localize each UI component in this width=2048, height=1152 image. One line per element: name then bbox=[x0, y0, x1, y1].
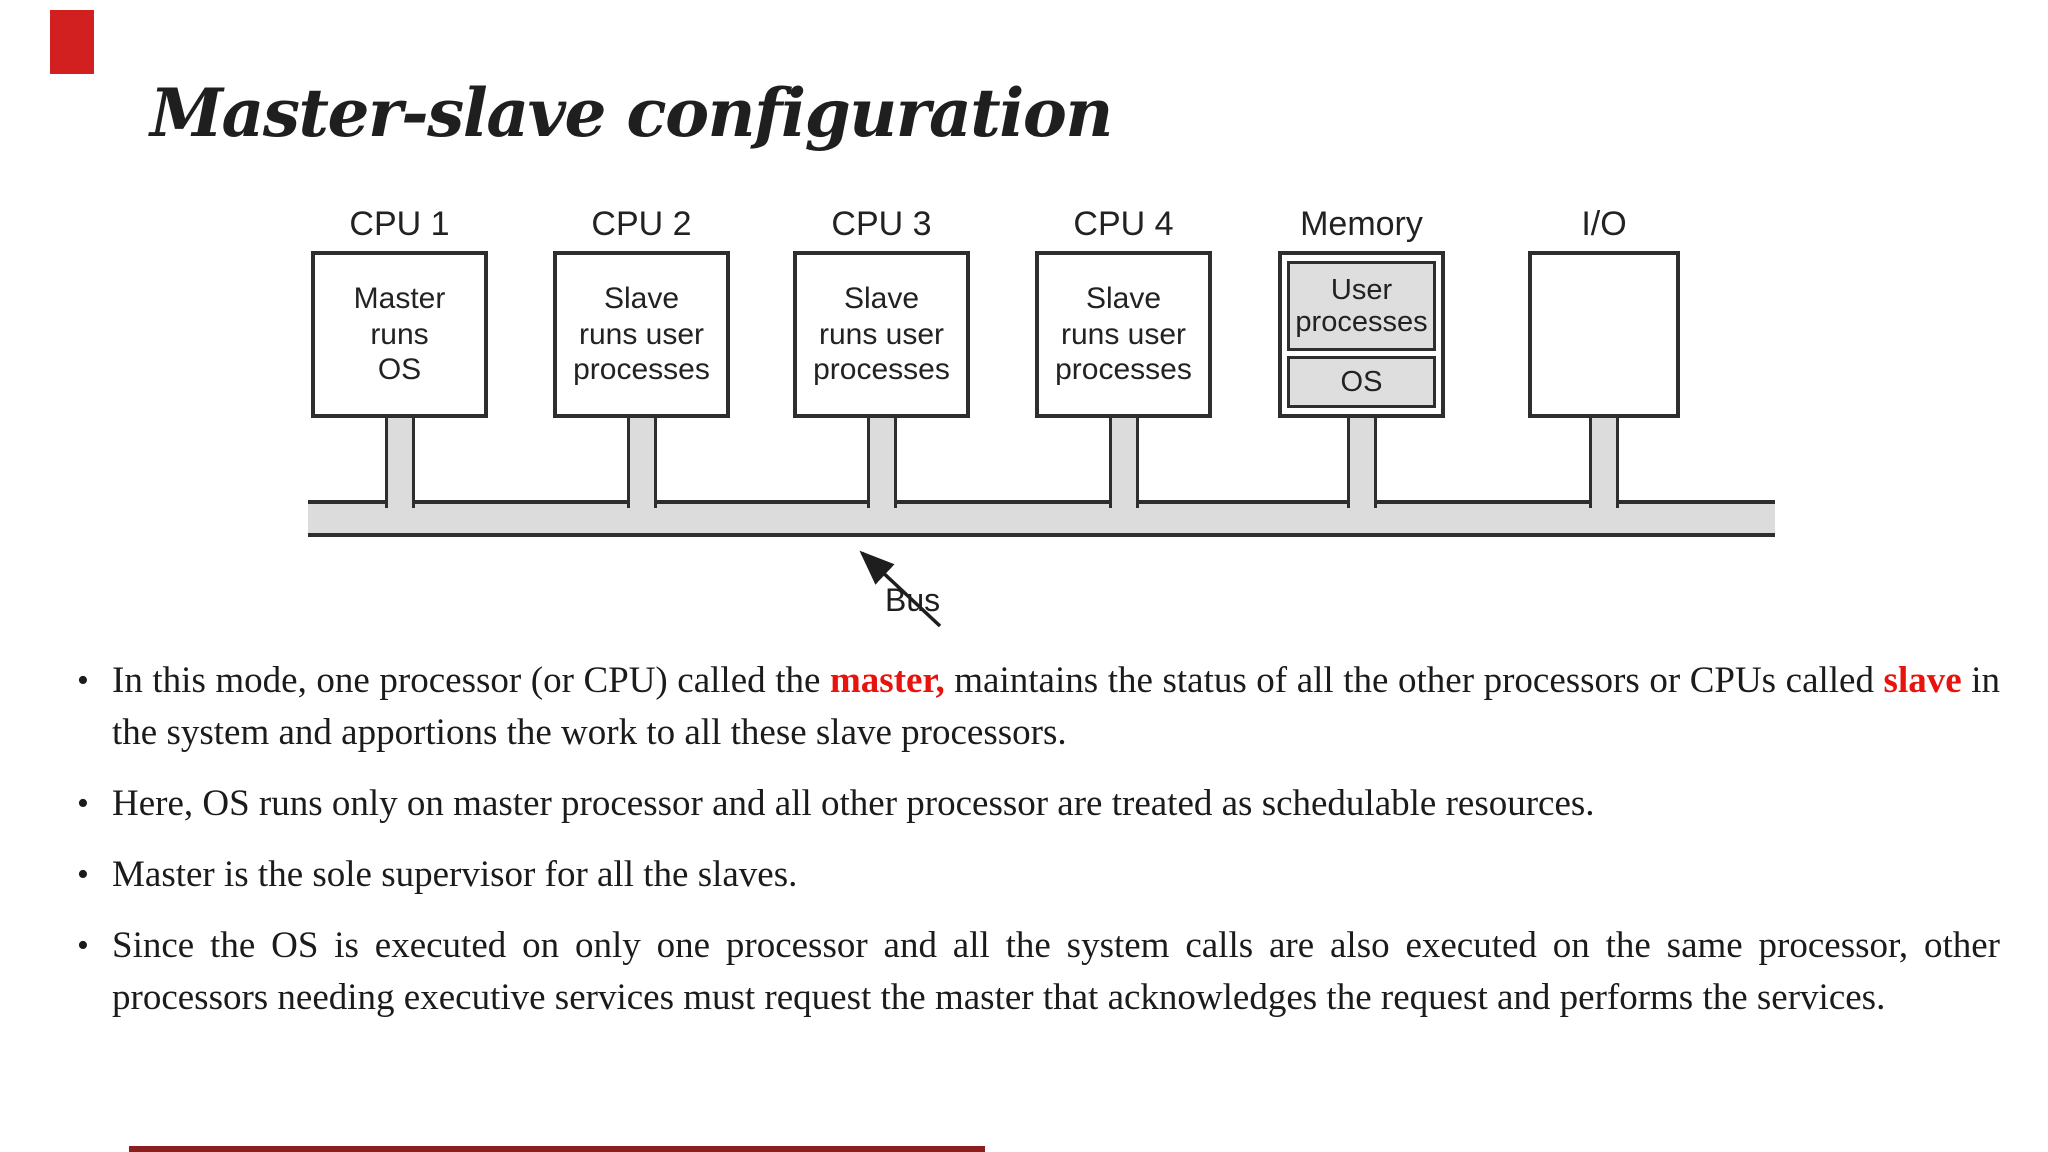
memory-os-cell: OS bbox=[1287, 356, 1436, 408]
cpu4-box: Slave runs user processes bbox=[1035, 251, 1212, 418]
cpu2-node: CPU 2 Slave runs user processes bbox=[553, 205, 730, 508]
bullet-item-4: Since the OS is executed on only one pro… bbox=[75, 920, 2000, 1024]
bullet-1-text: maintains the status of all the other pr… bbox=[944, 660, 1884, 701]
cpu4-node: CPU 4 Slave runs user processes bbox=[1035, 205, 1212, 508]
master-slave-diagram: CPU 1 Master runs OS CPU 2 Slave runs us… bbox=[308, 205, 1775, 628]
bullet-1-text: In this mode, one processor (or CPU) cal… bbox=[112, 660, 830, 701]
cpu1-label: CPU 1 bbox=[349, 205, 450, 243]
memory-bus-connector bbox=[1346, 418, 1377, 508]
cpu1-box: Master runs OS bbox=[311, 251, 488, 418]
bullet-item-3: Master is the sole supervisor for all th… bbox=[75, 849, 2000, 901]
bullet-2-text: Here, OS runs only on master processor a… bbox=[112, 783, 1595, 824]
bullet-4-text: Since the OS is executed on only one pro… bbox=[112, 925, 2000, 1018]
bullet-item-1: In this mode, one processor (or CPU) cal… bbox=[75, 655, 2000, 759]
cpu2-box: Slave runs user processes bbox=[553, 251, 730, 418]
io-label: I/O bbox=[1581, 205, 1627, 243]
io-node: I/O bbox=[1528, 205, 1680, 508]
cpu3-label: CPU 3 bbox=[831, 205, 932, 243]
bullet-1-highlight-slave: slave bbox=[1883, 660, 1962, 701]
bottom-red-bar bbox=[129, 1146, 985, 1152]
cpu1-bus-connector bbox=[384, 418, 415, 508]
io-box bbox=[1528, 251, 1680, 418]
cpu2-label: CPU 2 bbox=[591, 205, 692, 243]
memory-node: Memory User processes OS bbox=[1278, 205, 1445, 508]
bus-label: Bus bbox=[885, 582, 941, 618]
io-bus-connector bbox=[1589, 418, 1619, 508]
cpu2-bus-connector bbox=[626, 418, 657, 508]
memory-user-processes-cell: User processes bbox=[1287, 261, 1436, 351]
bus-line bbox=[308, 500, 1775, 537]
cpu4-bus-connector bbox=[1108, 418, 1139, 508]
bullet-list: In this mode, one processor (or CPU) cal… bbox=[75, 655, 2000, 1043]
bullet-item-2: Here, OS runs only on master processor a… bbox=[75, 778, 2000, 830]
bullet-3-text: Master is the sole supervisor for all th… bbox=[112, 854, 798, 895]
page-title: Master-slave configuration bbox=[150, 74, 1113, 153]
cpu1-node: CPU 1 Master runs OS bbox=[311, 205, 488, 508]
memory-label: Memory bbox=[1300, 205, 1423, 243]
cpu3-node: CPU 3 Slave runs user processes bbox=[793, 205, 970, 508]
bullet-1-text: in the system and apportions the work to… bbox=[112, 660, 2000, 753]
bullet-1-highlight-master: master, bbox=[829, 660, 945, 701]
cpu3-box: Slave runs user processes bbox=[793, 251, 970, 418]
cpu3-bus-connector bbox=[866, 418, 897, 508]
bus-arrow-icon bbox=[859, 550, 942, 628]
memory-box: User processes OS bbox=[1278, 251, 1445, 418]
cpu4-label: CPU 4 bbox=[1073, 205, 1174, 243]
top-left-red-accent bbox=[50, 10, 94, 74]
